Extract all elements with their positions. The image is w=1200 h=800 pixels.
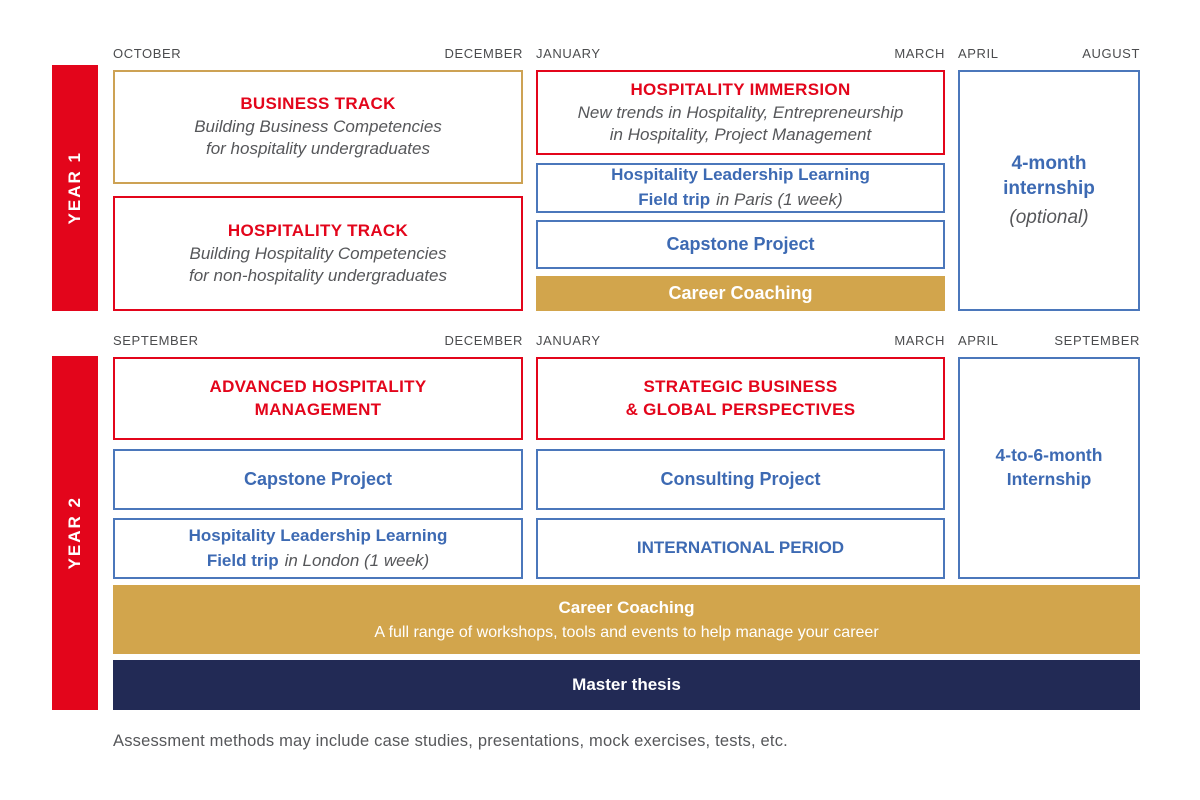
y1-hospitality-track-box: HOSPITALITY TRACK Building Hospitality C… (113, 196, 523, 311)
y1-business-track-box: BUSINESS TRACK Building Business Compete… (113, 70, 523, 184)
y1-month-december: DECEMBER (444, 46, 523, 61)
y2-career-coaching-subtitle: A full range of workshops, tools and eve… (374, 623, 879, 641)
y2-capstone-label: Capstone Project (243, 468, 393, 489)
y1-field-trip-bold: Field trip (638, 190, 711, 209)
y1-hospitality-track-subtitle: Building Hospitality Competencies for no… (189, 243, 447, 285)
year1-bar: YEAR 1 (52, 65, 98, 311)
y1-month-august: AUGUST (1082, 46, 1140, 61)
y1-month-october: OCTOBER (113, 46, 182, 61)
y1-hospitality-immersion-title: HOSPITALITY IMMERSION (630, 79, 851, 99)
y1-field-trip-rest: in Paris (1 week) (716, 190, 843, 209)
y1-business-track-subtitle: Building Business Competencies for hospi… (194, 117, 442, 159)
y1-months-col1: OCTOBER DECEMBER (113, 46, 523, 61)
y1-hospitality-track-title: HOSPITALITY TRACK (227, 220, 409, 240)
y1-internship-title: 4-month internship (1003, 153, 1095, 199)
y2-consulting-box: Consulting Project (536, 449, 945, 510)
y2-months-col3: APRIL SEPTEMBER (958, 333, 1140, 348)
y2-capstone-box: Capstone Project (113, 449, 523, 510)
y2-internship-title: 4-to-6-month Internship (995, 445, 1103, 489)
y1-capstone-label: Capstone Project (666, 233, 815, 254)
y1-career-coaching-label: Career Coaching (668, 283, 813, 303)
y2-field-trip-rest: in London (1 week) (284, 550, 430, 570)
y1-field-trip-box: Hospitality Leadership Learning Field tr… (536, 163, 945, 213)
y2-field-trip-box: Hospitality Leadership Learning Field tr… (113, 518, 523, 579)
y1-months-col3: APRIL AUGUST (958, 46, 1140, 61)
y2-strategic-business-box: STRATEGIC BUSINESS & GLOBAL PERSPECTIVES (536, 357, 945, 440)
y2-month-january: JANUARY (536, 333, 601, 348)
y2-months-col1: SEPTEMBER DECEMBER (113, 333, 523, 348)
y1-career-coaching-bar: Career Coaching (536, 276, 945, 311)
y1-hospitality-immersion-subtitle: New trends in Hospitality, Entrepreneurs… (577, 102, 904, 144)
y1-capstone-box: Capstone Project (536, 220, 945, 269)
y1-business-track-title: BUSINESS TRACK (240, 94, 396, 114)
y2-career-coaching-title: Career Coaching (558, 597, 695, 617)
master-thesis-bar: Master thesis (113, 660, 1140, 710)
y2-months-col2: JANUARY MARCH (536, 333, 945, 348)
y1-hospitality-immersion-box: HOSPITALITY IMMERSION New trends in Hosp… (536, 70, 945, 155)
y2-strategic-business-title: STRATEGIC BUSINESS & GLOBAL PERSPECTIVES (625, 376, 856, 419)
y2-field-trip-bold: Field trip (206, 550, 279, 570)
y2-international-box: INTERNATIONAL PERIOD (536, 518, 945, 579)
y2-month-march: MARCH (894, 333, 945, 348)
master-thesis-label: Master thesis (572, 675, 681, 694)
y2-advanced-hospitality-title: ADVANCED HOSPITALITY MANAGEMENT (209, 376, 427, 419)
y1-months-col2: JANUARY MARCH (536, 46, 945, 61)
y1-field-trip-line1: Hospitality Leadership Learning (611, 165, 870, 185)
assessment-note: Assessment methods may include case stud… (113, 732, 788, 750)
y2-month-april: APRIL (958, 333, 999, 348)
y2-month-december: DECEMBER (444, 333, 523, 348)
y2-internship-box: 4-to-6-month Internship (958, 357, 1140, 579)
y1-month-january: JANUARY (536, 46, 601, 61)
year2-label: YEAR 2 (65, 496, 84, 570)
y1-month-march: MARCH (894, 46, 945, 61)
y2-month-september2: SEPTEMBER (1054, 333, 1140, 348)
y1-internship-box: 4-month internship (optional) (958, 70, 1140, 311)
y1-month-april: APRIL (958, 46, 999, 61)
y2-career-coaching-bar: Career Coaching A full range of workshop… (113, 585, 1140, 654)
year1-label: YEAR 1 (65, 151, 84, 225)
y2-advanced-hospitality-box: ADVANCED HOSPITALITY MANAGEMENT (113, 357, 523, 440)
y2-consulting-label: Consulting Project (660, 468, 821, 489)
y2-month-september: SEPTEMBER (113, 333, 199, 348)
y2-international-label: INTERNATIONAL PERIOD (636, 538, 845, 558)
year2-bar: YEAR 2 (52, 356, 98, 710)
y1-field-trip-line2: Field trip in Paris (1 week) (638, 189, 842, 212)
y1-internship-note: (optional) (1009, 206, 1089, 228)
y2-field-trip-line1: Hospitality Leadership Learning (188, 525, 448, 545)
